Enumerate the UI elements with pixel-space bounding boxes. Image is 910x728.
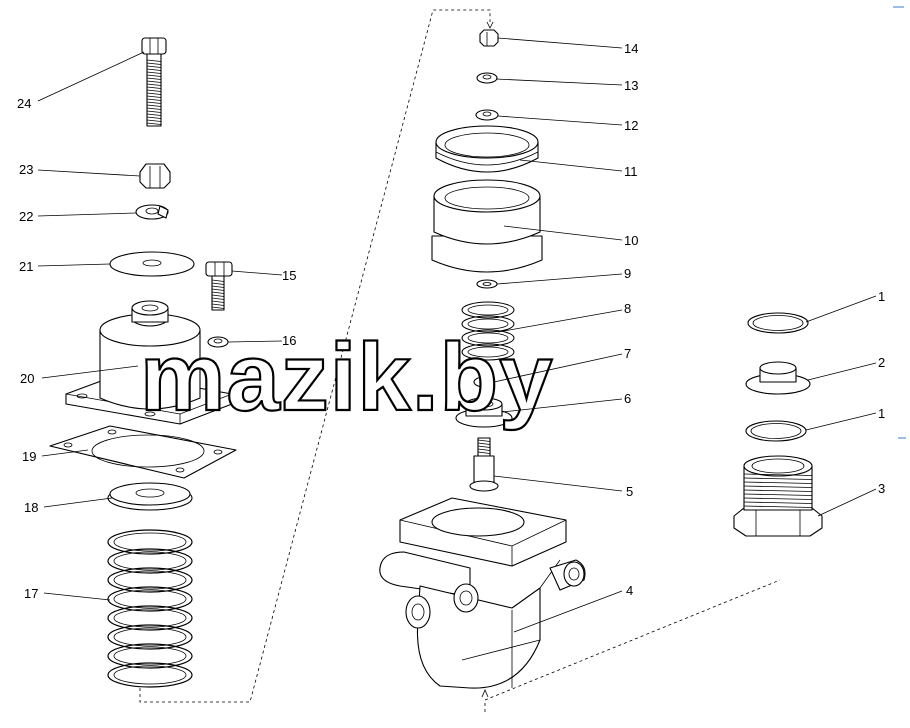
callout-label-9: 9 [624, 266, 631, 281]
callout-10: 10 [503, 225, 638, 248]
watermark: mazik.by [140, 324, 554, 431]
callout-label-2: 2 [878, 355, 885, 370]
part-2-bushing [745, 361, 811, 395]
callout-21: 21 [19, 259, 111, 274]
part-5-stem [469, 437, 499, 492]
callout-19: 19 [22, 449, 89, 464]
callout-1-top: 1 [805, 289, 885, 323]
callout-4: 4 [513, 583, 633, 633]
callout-7: 7 [493, 346, 631, 383]
callout-label-18: 18 [24, 500, 38, 515]
part-8-spring [461, 301, 515, 361]
callout-12: 12 [497, 115, 638, 133]
callout-label-7: 7 [624, 346, 631, 361]
callout-6: 6 [501, 391, 631, 413]
part-11-retainer [435, 125, 539, 173]
callout-label-6: 6 [624, 391, 631, 406]
callout-label-23: 23 [19, 162, 33, 177]
callout-label-14: 14 [624, 41, 638, 56]
callout-label-3: 3 [878, 481, 885, 496]
callout-label-16: 16 [282, 333, 296, 348]
callout-13: 13 [495, 78, 638, 93]
callout-3: 3 [817, 481, 885, 517]
callout-22: 22 [19, 209, 137, 224]
part-24-bolt [141, 37, 167, 127]
callout-11: 11 [519, 159, 638, 179]
part-9-washer [476, 279, 498, 289]
callout-16: 16 [227, 333, 296, 348]
callout-label-1-top: 1 [878, 289, 885, 304]
part-12-washer [475, 109, 499, 121]
callout-label-24: 24 [17, 96, 31, 111]
part-1-o-ring-top [747, 312, 809, 334]
part-23-nut [139, 163, 171, 189]
part-3-plug [733, 455, 823, 537]
callout-label-10: 10 [624, 233, 638, 248]
callout-label-17: 17 [24, 586, 38, 601]
callout-5: 5 [493, 475, 633, 499]
callout-label-21: 21 [19, 259, 33, 274]
callout-label-19: 19 [22, 449, 36, 464]
callout-label-15: 15 [282, 268, 296, 283]
callout-20: 20 [20, 365, 139, 386]
part-19-gasket [49, 425, 237, 479]
part-4-valve-body [379, 497, 586, 689]
callout-label-4: 4 [626, 583, 633, 598]
callout-label-1-bottom: 1 [878, 406, 885, 421]
callout-15: 15 [231, 268, 296, 283]
callout-label-13: 13 [624, 78, 638, 93]
part-10-piston [431, 179, 543, 273]
callout-8: 8 [497, 301, 631, 333]
part-18-spring-seat [107, 482, 193, 511]
part-20-housing [65, 300, 233, 425]
callout-1-bottom: 1 [805, 406, 885, 431]
callout-label-5: 5 [626, 484, 633, 499]
part-21-flat-washer [109, 251, 195, 277]
part-13-lock-washer [476, 72, 498, 84]
part-22-lock-washer [135, 204, 169, 220]
callout-24: 24 [17, 51, 145, 111]
callout-18: 18 [24, 497, 113, 515]
callout-9: 9 [496, 266, 631, 285]
part-1-o-ring-bottom [745, 420, 807, 442]
callout-17: 17 [24, 586, 111, 601]
part-17-spring [107, 529, 193, 688]
callout-label-8: 8 [624, 301, 631, 316]
callout-label-20: 20 [20, 371, 34, 386]
callout-23: 23 [19, 162, 141, 177]
corner-marks [893, 6, 906, 439]
callout-label-12: 12 [624, 118, 638, 133]
part-6-valve [455, 397, 513, 428]
part-14-nut [479, 29, 499, 47]
part-15-bolt [205, 261, 233, 311]
assembly-path [139, 9, 781, 712]
callout-label-11: 11 [624, 164, 638, 179]
callout-label-22: 22 [19, 209, 33, 224]
callout-2: 2 [807, 355, 885, 381]
callout-14: 14 [497, 37, 638, 56]
